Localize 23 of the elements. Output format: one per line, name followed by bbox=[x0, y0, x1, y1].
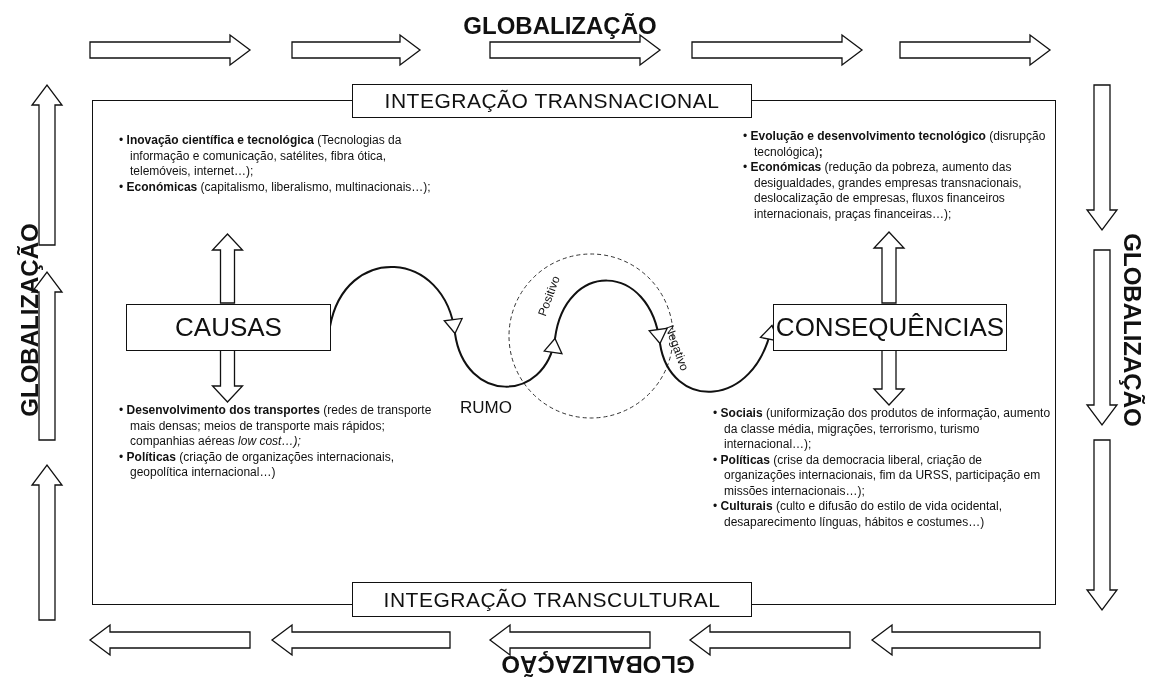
bullet-item: • Culturais (culto e difusão do estilo de vida ocidental, desaparecimento línguas, hábitos e costumes…) bbox=[713, 499, 1004, 530]
banner-text: GLOBALIZAÇÃO bbox=[16, 223, 44, 417]
bullet-item: • Sociais (uniformização dos produtos de informação, aumento da classe média, migrações, terrorismo, turismo internacional…); bbox=[713, 406, 1051, 453]
bullet-item: • Políticas (crise da democracia liberal, criação de organizações internacionais, fim da URSS, participação em missões internacionais…); bbox=[713, 452, 1042, 499]
bullet-item: • Económicas (capitalismo, liberalismo, multinacionais…); bbox=[119, 179, 432, 195]
banner-text: GLOBALIZAÇÃO bbox=[1118, 233, 1146, 427]
concept-box: CAUSAS bbox=[126, 304, 331, 351]
caption-text: RUMO bbox=[460, 398, 512, 418]
concept-box: CONSEQUÊNCIAS bbox=[773, 304, 1007, 351]
bullet-item: • Inovação científica e tecnológica (Tecnologias da informação e comunicação, satélites, fibra ótica, telemóveis, internet…); bbox=[119, 133, 403, 180]
block-arrow bbox=[872, 349, 906, 406]
bullet-item: • Evolução e desenvolvimento tecnológico (disrupção tecnológica); bbox=[743, 129, 1047, 160]
title-band: INTEGRAÇÃO TRANSCULTURAL bbox=[352, 582, 752, 617]
block-arrow bbox=[211, 349, 244, 403]
banner-text: GLOBALIZAÇÃO bbox=[501, 650, 695, 678]
block-arrow bbox=[872, 231, 906, 304]
bullet-item: • Políticas (criação de organizações internacionais, geopolítica internacional…) bbox=[119, 449, 396, 481]
block-arrow bbox=[211, 233, 244, 304]
bullet-item: • Económicas (redução da pobreza, aumento das desigualdades, grandes empresas transnacionais, deslocalização de empresas, fluxos financeiros internacionais, praças financeiras…); bbox=[743, 160, 1023, 222]
bullet-item: • Desenvolvimento dos transportes (redes de transporte mais densas; meios de transporte mais rápidos; companhias aéreas low cost…); bbox=[119, 403, 433, 450]
wavy-arrow bbox=[329, 266, 773, 393]
title-band: INTEGRAÇÃO TRANSNACIONAL bbox=[352, 84, 752, 118]
banner-text: GLOBALIZAÇÃO bbox=[463, 12, 657, 40]
